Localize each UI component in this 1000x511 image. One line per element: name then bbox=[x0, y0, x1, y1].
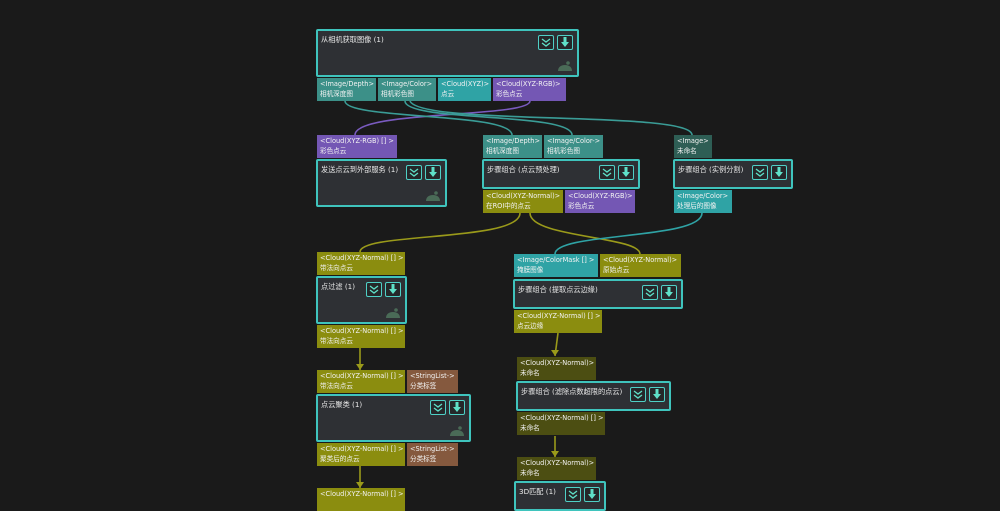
chevron-down-icon bbox=[645, 288, 655, 297]
node-title: 发送点云到外部服务 (1) bbox=[321, 165, 399, 174]
run-button[interactable] bbox=[425, 165, 441, 180]
port-input-class-labels[interactable]: <StringList->分类标签 bbox=[407, 370, 458, 393]
wire-seg-to-edge-mask bbox=[554, 212, 703, 255]
wire-depth-to-preprocess bbox=[344, 100, 513, 136]
port-output-class-labels[interactable]: <StringList->分类标签 bbox=[407, 443, 458, 466]
camera-icon bbox=[386, 308, 400, 318]
port-output-xyz[interactable]: <Cloud(XYZ)>点云 bbox=[438, 78, 491, 101]
port-output-rgb[interactable]: <Cloud(XYZ-RGB)>彩色点云 bbox=[493, 78, 566, 101]
node-capture-images[interactable]: 从相机获取图像 (1) bbox=[316, 29, 579, 77]
wire-normal-to-edge bbox=[529, 212, 641, 255]
node-point-filter[interactable]: 点过滤 (1) bbox=[316, 276, 407, 324]
chevron-down-icon bbox=[633, 390, 643, 399]
node-send-cloud[interactable]: 发送点云到外部服务 (1) bbox=[316, 159, 447, 207]
port-input-image[interactable]: <Image>未命名 bbox=[674, 135, 712, 158]
chevron-down-icon bbox=[602, 168, 612, 177]
collapse-button[interactable] bbox=[752, 165, 768, 180]
wire-normal-to-filter bbox=[359, 212, 521, 253]
chevron-down-icon bbox=[568, 490, 578, 499]
wire-color-to-segmentation bbox=[409, 100, 693, 136]
chevron-down-icon bbox=[541, 38, 551, 47]
run-button[interactable] bbox=[584, 487, 600, 502]
run-arrow-icon bbox=[453, 402, 461, 412]
port-output-rgb-cloud[interactable]: <Cloud(XYZ-RGB)>彩色点云 bbox=[565, 190, 635, 213]
run-arrow-icon bbox=[775, 167, 783, 177]
run-button[interactable] bbox=[385, 282, 401, 297]
port-input-rgb-cloud[interactable]: <Cloud(XYZ-RGB) [] >彩色点云 bbox=[317, 135, 397, 158]
collapse-button[interactable] bbox=[599, 165, 615, 180]
collapse-button[interactable] bbox=[642, 285, 658, 300]
run-arrow-icon bbox=[588, 489, 596, 499]
node-edge-extraction[interactable]: 步骤组合 (提取点云边缘) bbox=[513, 279, 683, 309]
chevron-down-icon bbox=[755, 168, 765, 177]
node-title: 点过滤 (1) bbox=[321, 282, 356, 291]
camera-icon bbox=[558, 61, 572, 71]
port-output-color[interactable]: <Image/Color>相机彩色图 bbox=[378, 78, 436, 101]
node-cloud-preprocess[interactable]: 步骤组合 (点云预处理) bbox=[482, 159, 640, 189]
port-output-clustered-cloud[interactable]: <Cloud(XYZ-Normal) [] >聚类后的点云 bbox=[317, 443, 405, 466]
port-input-raw-cloud[interactable]: <Cloud(XYZ-Normal)>原始点云 bbox=[600, 254, 681, 277]
port-output-roi-cloud[interactable]: <Cloud(XYZ-Normal)>在ROI中的点云 bbox=[483, 190, 563, 213]
run-button[interactable] bbox=[618, 165, 634, 180]
port-input-unnamed[interactable]: <Cloud(XYZ-Normal)>未命名 bbox=[517, 357, 596, 380]
node-title: 步骤组合 (点云预处理) bbox=[487, 165, 560, 174]
node-title: 3D匹配 (1) bbox=[519, 487, 556, 496]
port-output-cloud-edge[interactable]: <Cloud(XYZ-Normal) [] >点云边缘 bbox=[514, 310, 602, 333]
port-output-unnamed[interactable]: <Cloud(XYZ-Normal) [] >未命名 bbox=[517, 412, 605, 435]
node-instance-segmentation[interactable]: 步骤组合 (实例分割) bbox=[673, 159, 793, 189]
port-input-unnamed[interactable]: <Cloud(XYZ-Normal)>未命名 bbox=[517, 457, 596, 480]
run-arrow-icon bbox=[429, 167, 437, 177]
run-button[interactable] bbox=[649, 387, 665, 402]
run-arrow-icon bbox=[389, 284, 397, 294]
port-input-depth[interactable]: <Image/Depth>相机深度图 bbox=[483, 135, 542, 158]
wire-color-to-preprocess bbox=[404, 100, 573, 136]
wire-edge-to-noise bbox=[554, 332, 559, 357]
port-input-color[interactable]: <Image/Color->相机彩色图 bbox=[544, 135, 603, 158]
camera-icon bbox=[450, 426, 464, 436]
collapse-button[interactable] bbox=[538, 35, 554, 50]
node-title: 步骤组合 (提取点云边缘) bbox=[518, 285, 598, 294]
camera-icon bbox=[426, 191, 440, 201]
chevron-down-icon bbox=[369, 285, 379, 294]
wire-rgb-to-send bbox=[354, 100, 531, 136]
chevron-down-icon bbox=[409, 168, 419, 177]
port-output-processed-image[interactable]: <Image/Color>处理后的图像 bbox=[674, 190, 732, 213]
node-cloud-clustering[interactable]: 点云聚类 (1) bbox=[316, 394, 471, 442]
port-input-color-mask[interactable]: <Image/ColorMask [] >掩膜图像 bbox=[514, 254, 598, 277]
node-3d-matching[interactable]: 3D匹配 (1) bbox=[514, 481, 606, 511]
collapse-button[interactable] bbox=[366, 282, 382, 297]
run-button[interactable] bbox=[449, 400, 465, 415]
port-input-normal-cloud[interactable]: <Cloud(XYZ-Normal) [] >带法向点云 bbox=[317, 252, 405, 275]
run-arrow-icon bbox=[665, 287, 673, 297]
run-arrow-icon bbox=[622, 167, 630, 177]
run-arrow-icon bbox=[561, 37, 569, 47]
collapse-button[interactable] bbox=[406, 165, 422, 180]
collapse-button[interactable] bbox=[630, 387, 646, 402]
run-arrow-icon bbox=[653, 389, 661, 399]
port-input-normal-cloud[interactable]: <Cloud(XYZ-Normal) [] >带法向点云 bbox=[317, 370, 405, 393]
node-title: 从相机获取图像 (1) bbox=[321, 35, 384, 44]
run-button[interactable] bbox=[557, 35, 573, 50]
arrow-edge-to-noise bbox=[551, 350, 559, 356]
port-output-normal-cloud[interactable]: <Cloud(XYZ-Normal) [] >带法向点云 bbox=[317, 325, 405, 348]
port-output-depth[interactable]: <Image/Depth>相机深度图 bbox=[317, 78, 376, 101]
chevron-down-icon bbox=[433, 403, 443, 412]
run-button[interactable] bbox=[661, 285, 677, 300]
run-button[interactable] bbox=[771, 165, 787, 180]
node-title: 步骤组合 (滤除点数超限的点云) bbox=[521, 387, 623, 396]
node-title: 点云聚类 (1) bbox=[321, 400, 363, 409]
node-title: 步骤组合 (实例分割) bbox=[678, 165, 744, 174]
collapse-button[interactable] bbox=[430, 400, 446, 415]
node-filter-point-count[interactable]: 步骤组合 (滤除点数超限的点云) bbox=[516, 381, 671, 411]
